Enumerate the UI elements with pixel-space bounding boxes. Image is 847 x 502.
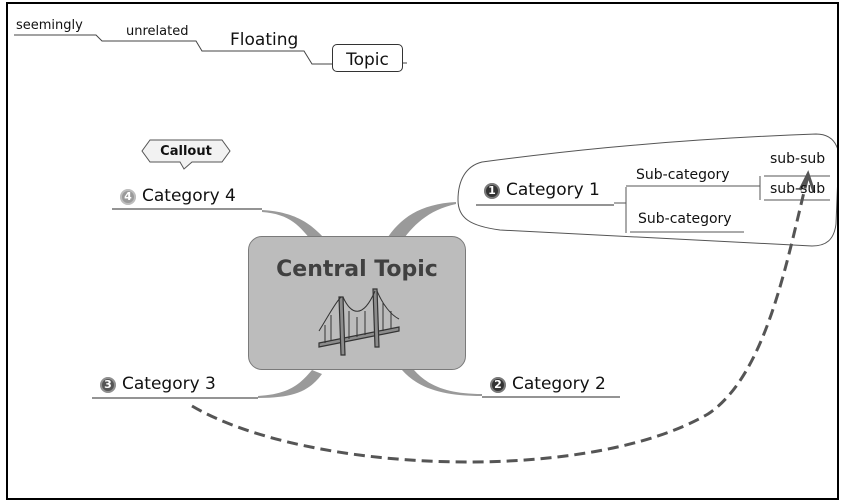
floating-word-floating[interactable]: Floating <box>230 30 299 50</box>
floating-word-unrelated[interactable]: unrelated <box>126 24 189 39</box>
category-1[interactable]: 1 Category 1 <box>484 182 600 199</box>
category-2-label: Category 2 <box>512 374 606 394</box>
category-2[interactable]: 2 Category 2 <box>490 376 606 393</box>
category-3[interactable]: 3 Category 3 <box>100 376 216 393</box>
relationship-arrow <box>191 175 810 464</box>
bridge-icon <box>318 288 400 356</box>
subcategory-2[interactable]: Sub-category <box>638 211 732 227</box>
floating-word-seemingly[interactable]: seemingly <box>16 18 83 33</box>
underline-seemingly <box>14 34 120 42</box>
callout-bubble[interactable]: Callout <box>140 134 232 170</box>
priority-2-icon: 2 <box>490 377 506 393</box>
floating-topic-label: Topic <box>346 50 389 70</box>
branch-category-2 <box>402 370 482 396</box>
category-1-label: Category 1 <box>506 180 600 200</box>
category-4[interactable]: 4 Category 4 <box>120 188 236 205</box>
mind-map-canvas: seemingly unrelated Floating Topic Callo… <box>6 2 839 500</box>
branch-category-3 <box>258 370 322 398</box>
connector-cat1-subs <box>614 187 627 233</box>
central-topic-title: Central Topic <box>276 257 438 282</box>
connector-sub-subsubs <box>740 176 761 200</box>
relationship-arrowhead <box>798 170 816 193</box>
floating-topic-box[interactable]: Topic <box>332 44 403 72</box>
boundary <box>457 133 837 247</box>
category-4-label: Category 4 <box>142 186 236 206</box>
category-3-label: Category 3 <box>122 374 216 394</box>
subcategory-1[interactable]: Sub-category <box>636 167 730 183</box>
main-branches <box>258 202 482 398</box>
branch-category-4 <box>262 210 326 244</box>
priority-1-icon: 1 <box>484 183 500 199</box>
subsub-2[interactable]: sub-sub <box>770 181 826 197</box>
underline-unrelated <box>120 40 222 52</box>
subsub-1[interactable]: sub-sub <box>770 151 826 167</box>
connector-layer <box>14 34 837 464</box>
priority-3-icon: 3 <box>100 377 116 393</box>
central-topic[interactable]: Central Topic <box>248 236 466 370</box>
callout-shape <box>141 139 231 170</box>
underline-floating <box>222 50 326 65</box>
branch-category-1 <box>386 202 456 244</box>
priority-4-icon: 4 <box>120 189 136 205</box>
callout-label: Callout <box>160 144 212 159</box>
